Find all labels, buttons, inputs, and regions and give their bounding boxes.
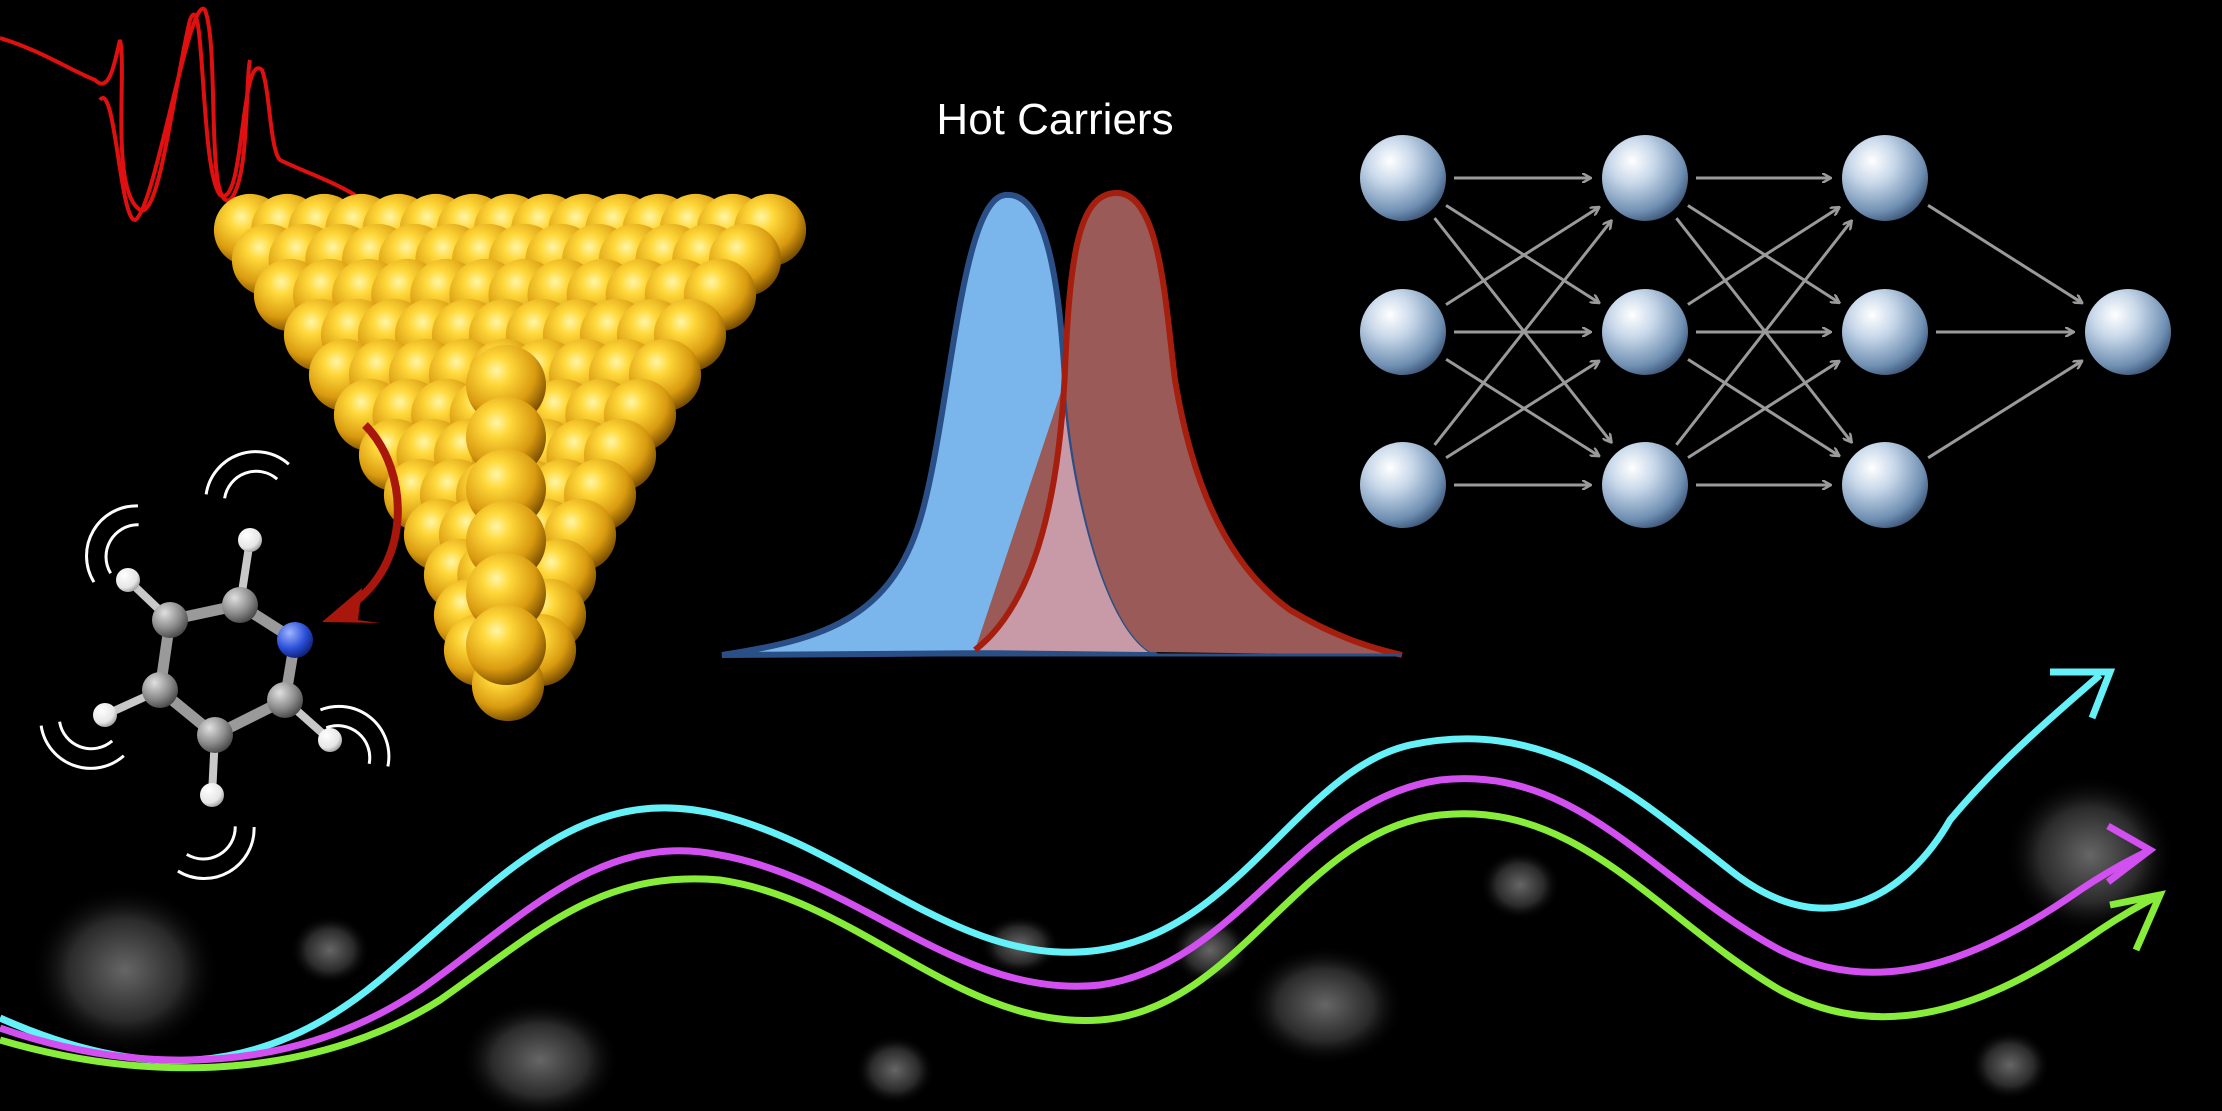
network-connection [1445,208,1599,306]
carbon-atom [152,602,188,638]
trajectory-lines [0,668,2166,1072]
hydrogen-atom [238,528,262,552]
hydrogen-atom [200,783,224,807]
network-connection [1927,361,2081,460]
carbon-atom [267,682,303,718]
vibration-mark [204,450,290,499]
network-connection [1433,217,1611,442]
network-connection [1687,204,1839,303]
laser-pulse-icon [0,6,368,223]
gold-nanoparticle-icon [213,193,807,722]
network-connection [1433,221,1611,446]
network-connection [1687,208,1839,306]
carbon-atom [197,717,233,753]
network-connection [1687,358,1839,455]
vibration-mark [319,704,391,767]
carbon-atom [222,587,258,623]
network-connection [1927,204,2081,302]
network-node [1842,442,1928,528]
network-node [1842,135,1928,221]
hydrogen-atom [318,728,342,752]
network-node [1602,289,1688,375]
network-node [1360,442,1446,528]
carbon-atom [142,672,178,708]
background-blobs [30,775,2175,1111]
trajectory-green [0,810,2162,1072]
network-connection [1445,357,1598,455]
neural-network-icon [1360,135,2171,528]
network-node [1842,289,1928,375]
hot-carrier-distributions [721,189,1403,658]
charge-transfer-arrow [322,422,402,623]
trajectory-cyan [0,672,2103,1065]
network-node [1360,135,1446,221]
overlap-region [975,390,1148,652]
hot-carrier-distribution [975,192,1402,655]
network-connection [1445,204,1599,302]
network-connection [1687,362,1839,459]
hydrogen-atom [93,703,117,727]
vibration-mark [177,826,256,880]
hydrogen-atom [116,568,140,592]
network-node [2085,289,2171,375]
network-connection [1675,221,1851,446]
network-node [1602,135,1688,221]
network-connection [1445,361,1598,460]
vibration-mark [85,504,139,583]
pyridine-molecule-icon [39,450,391,880]
diagram-title: Hot Carriers [936,95,1174,144]
vibration-mark [39,721,125,770]
gold-atom [466,605,546,685]
trajectory-magenta [0,775,2152,1064]
network-connection [1675,217,1851,441]
nitrogen-atom [277,622,313,658]
network-node [1602,442,1688,528]
network-node [1360,289,1446,375]
